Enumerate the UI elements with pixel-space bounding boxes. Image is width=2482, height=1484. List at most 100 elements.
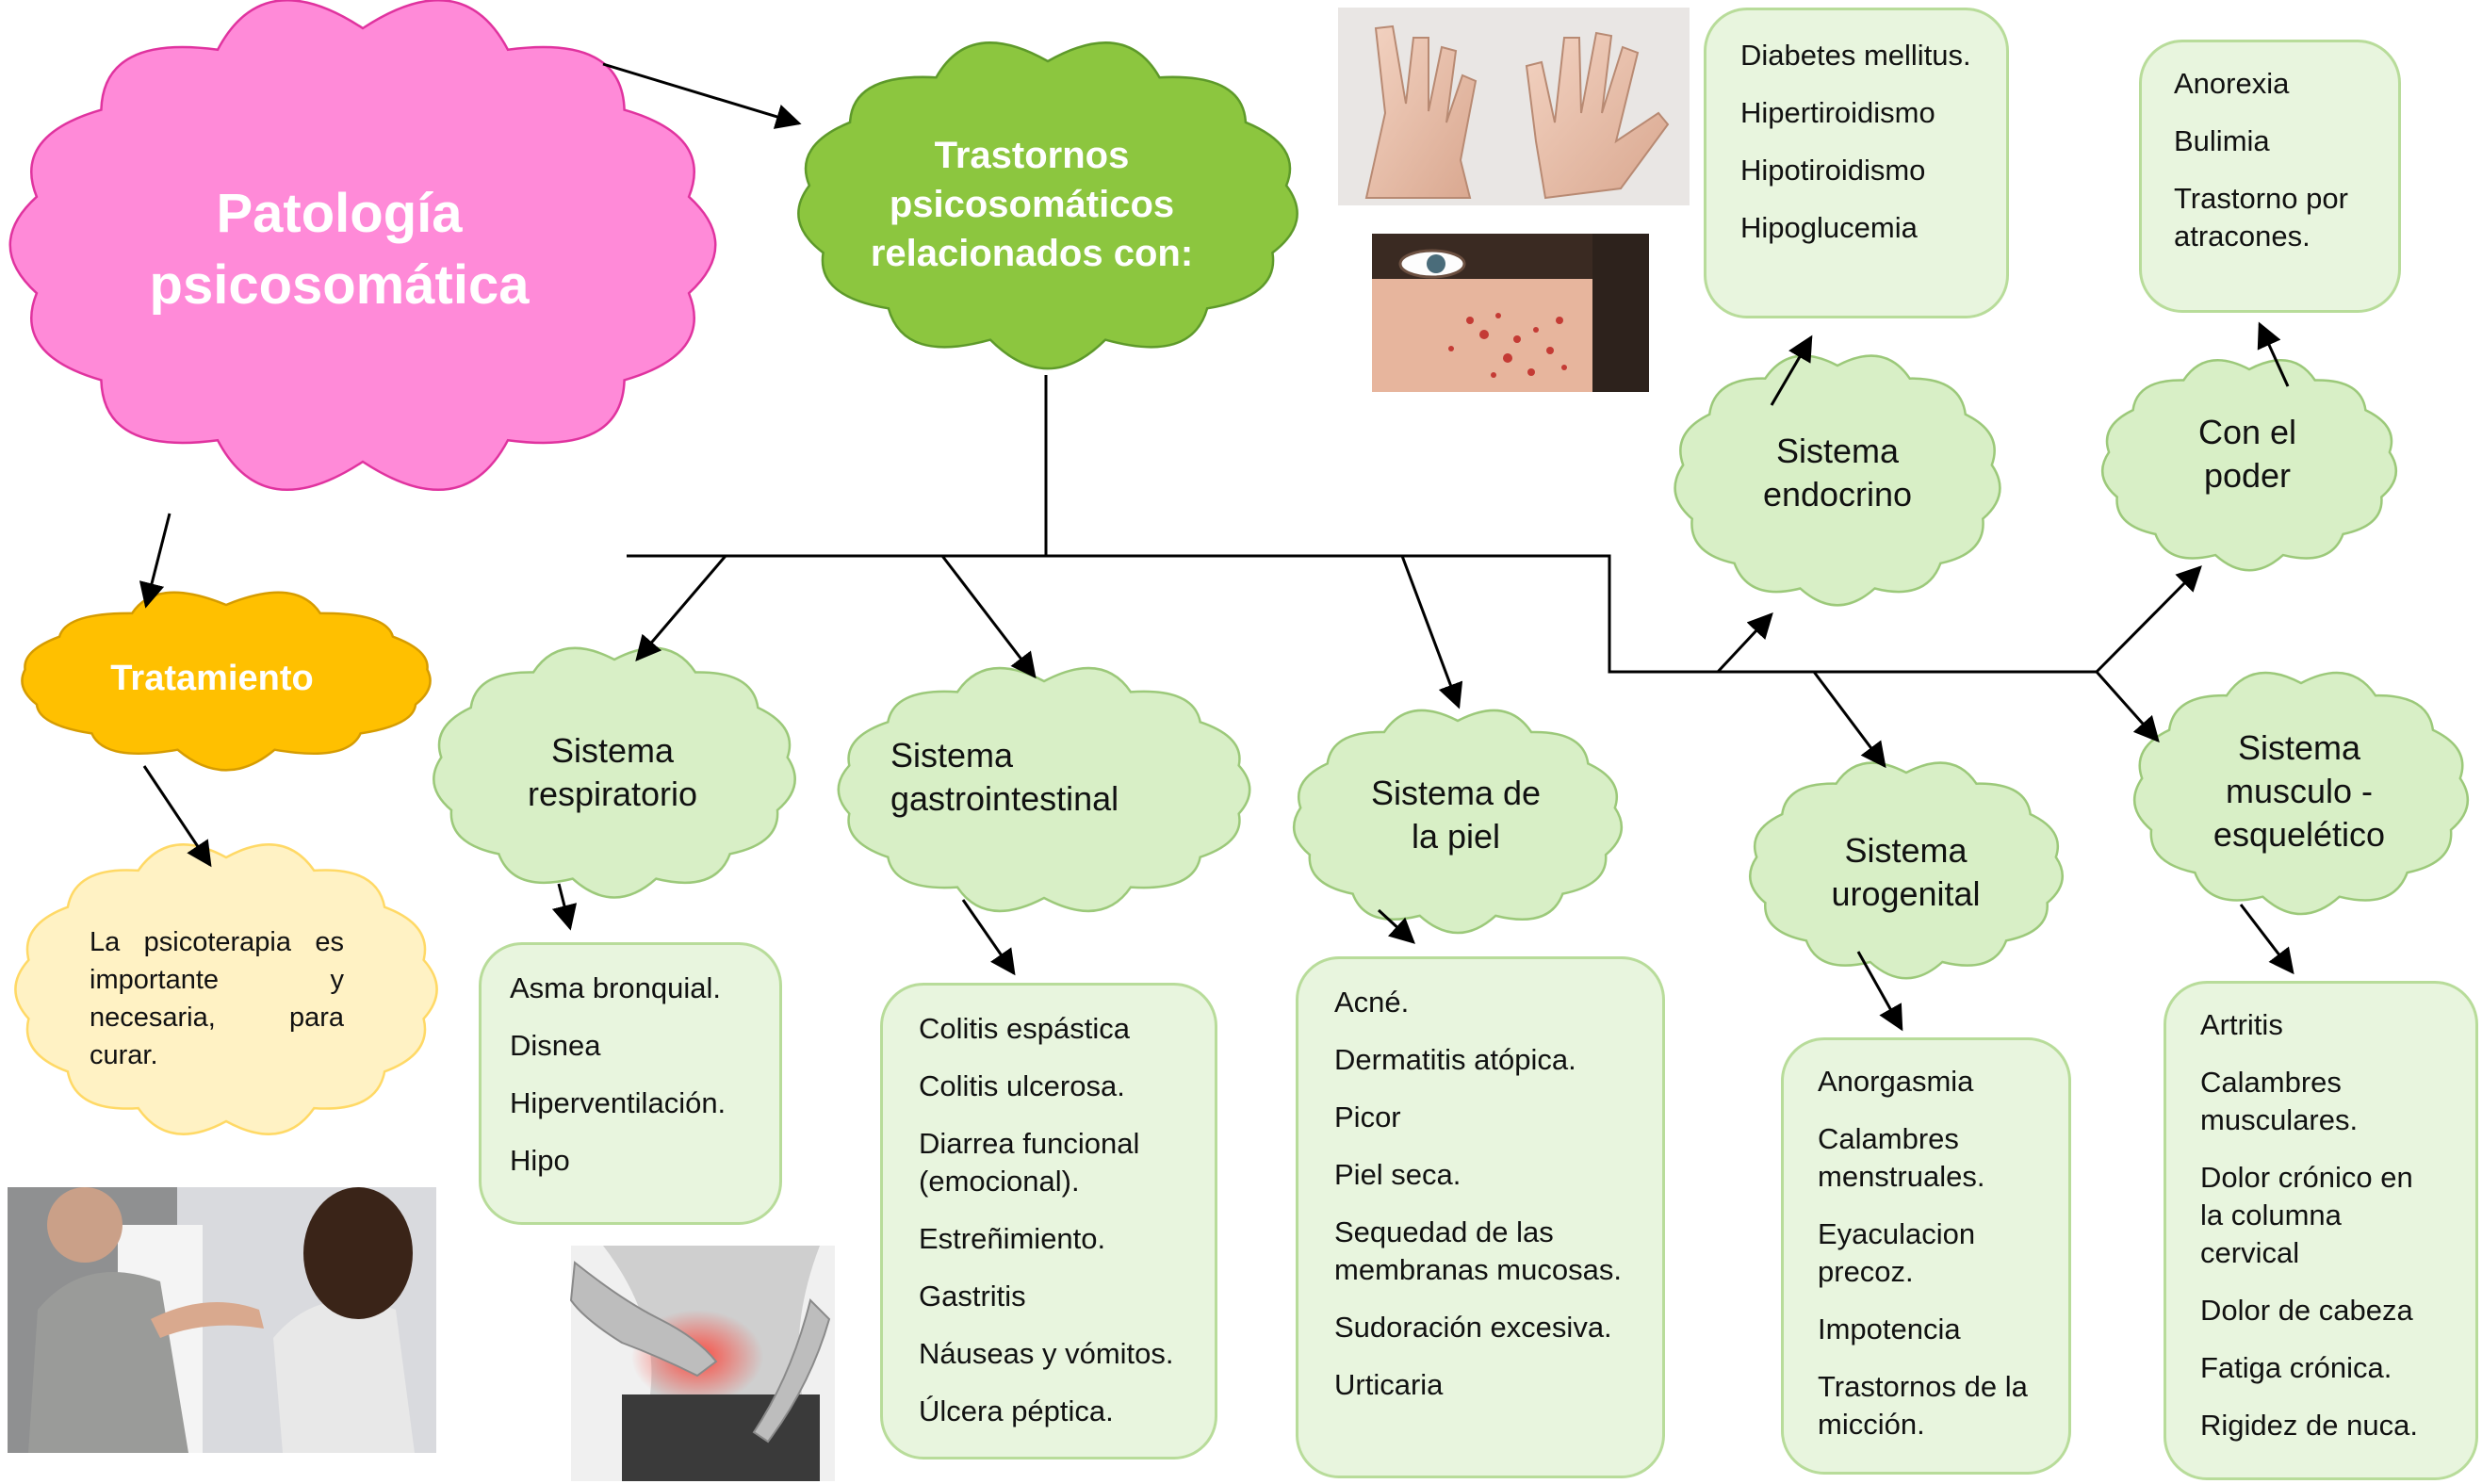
connector-to-urogenital xyxy=(1812,671,1886,769)
list-item: Diabetes mellitus. xyxy=(1740,39,1971,72)
list-item: Eyaculacion precoz. xyxy=(1818,1217,1976,1288)
list-item: Asma bronquial. xyxy=(510,971,722,1004)
list-item: Náuseas y vómitos. xyxy=(919,1337,1174,1370)
list-item: Hipertiroidismo xyxy=(1740,96,1935,129)
label-gastrointestinal-text: Sistema gastrointestinal xyxy=(890,736,1119,818)
list-item: Sudoración excesiva. xyxy=(1334,1311,1612,1344)
list-item: Impotencia xyxy=(1818,1313,1961,1345)
label-urogenital-text: Sistema urogenital xyxy=(1831,831,1981,913)
label-musculo-text: Sistema musculo - esquelético xyxy=(2213,728,2386,854)
list-item: Dolor de cabeza xyxy=(2200,1294,2413,1327)
list-item: Rigidez de nuca. xyxy=(2200,1409,2418,1442)
connector-poder-to-box xyxy=(2257,321,2290,387)
system-cloud-endocrino xyxy=(1674,354,2001,607)
connector-piel-to-box xyxy=(1377,908,1415,944)
list-item: Dolor crónico en la columna cervical xyxy=(2200,1161,2413,1269)
label-piel-text: Sistema de la piel xyxy=(1370,774,1542,856)
list-item: Anorgasmia xyxy=(1818,1065,1974,1098)
list-item: Bulimia xyxy=(2174,124,2270,157)
title-cloud xyxy=(8,0,717,491)
label-gastrointestinal: Sistema gastrointestinal xyxy=(890,730,1154,824)
system-cloud-urogenital xyxy=(1748,761,2065,980)
label-musculo: Sistema musculo - esquelético xyxy=(2186,726,2412,857)
system-cloud-poder xyxy=(2100,359,2398,572)
list-item: Fatiga crónica. xyxy=(2200,1351,2392,1384)
list-item: Sequedad de las membranas mucosas. xyxy=(1334,1215,1622,1286)
system-cloud-gastrointestinal xyxy=(837,666,1251,913)
connector-to-musculo xyxy=(2095,671,2160,743)
connector-uro-to-box xyxy=(1856,951,1903,1032)
central-text: Trastornos psicosomáticos relacionados c… xyxy=(870,135,1194,274)
list-item: Disnea xyxy=(510,1029,601,1062)
label-poder-text: Con el poder xyxy=(2197,413,2297,495)
list-item: Colitis ulcerosa. xyxy=(919,1069,1125,1102)
connector-to-piel xyxy=(1400,555,1463,709)
connector-endo-to-box xyxy=(1770,334,1813,406)
stomach-pain-photo xyxy=(569,1246,835,1481)
list-item: Piel seca. xyxy=(1334,1158,1461,1191)
list-item: Dermatitis atópica. xyxy=(1334,1043,1576,1076)
connector-title-to-treatment xyxy=(139,513,171,609)
connector-to-respiratorio xyxy=(635,555,727,662)
list-item: Acné. xyxy=(1334,986,1410,1019)
list-item: Calambres menstruales. xyxy=(1818,1122,1985,1193)
connector-branch-line xyxy=(627,554,2097,674)
treatment-cloud xyxy=(21,591,432,772)
connector-treatment-to-note xyxy=(142,765,212,868)
list-item: Urticaria xyxy=(1334,1368,1444,1401)
label-respiratorio-text: Sistema respiratorio xyxy=(527,731,698,813)
label-piel: Sistema de la piel xyxy=(1333,768,1578,862)
list-item: Hipotiroidismo xyxy=(1740,154,1926,187)
system-cloud-piel xyxy=(1292,709,1624,935)
list-item: Colitis espástica xyxy=(919,1012,1130,1045)
system-cloud-musculo xyxy=(2133,671,2469,916)
system-cloud-respiratorio xyxy=(433,646,796,899)
label-endocrino: Sistema endocrino xyxy=(1724,426,1951,520)
label-urogenital: Sistema urogenital xyxy=(1790,825,2021,920)
connector-to-poder xyxy=(2095,565,2202,674)
connector-to-gastrointestinal xyxy=(940,555,1037,679)
label-endocrino-text: Sistema endocrino xyxy=(1762,432,1913,514)
central-label: Trastornos psicosomáticos relacionados c… xyxy=(843,106,1220,303)
connectors xyxy=(139,62,2294,1032)
treatment-note-text: La psicoterapia es importante y necesari… xyxy=(90,927,344,1070)
label-poder: Con el poder xyxy=(2158,407,2337,501)
treatment-note: La psicoterapia es importante y necesari… xyxy=(90,923,344,1074)
list-item: Picor xyxy=(1334,1101,1401,1133)
list-item: Calambres musculares. xyxy=(2200,1066,2359,1136)
list-item: Úlcera péptica. xyxy=(919,1394,1114,1427)
list-item: Hipoglucemia xyxy=(1740,211,1918,244)
note-cloud xyxy=(14,843,438,1135)
connector-to-endocrino xyxy=(1716,612,1773,674)
central-cloud xyxy=(797,41,1298,370)
treatment-label: Tratamiento xyxy=(57,650,367,707)
treatment-text: Tratamiento xyxy=(110,658,314,698)
connector-musculo-to-box xyxy=(2239,904,2294,975)
list-item: Diarrea funcional (emocional). xyxy=(919,1127,1140,1198)
list-item: Anorexia xyxy=(2174,67,2290,100)
connector-resp-to-box xyxy=(551,883,578,931)
connector-gastro-to-box xyxy=(961,899,1016,976)
arthritic-hands-photo xyxy=(1338,8,1690,205)
list-item: Hiperventilación. xyxy=(510,1086,727,1119)
list-item: Estreñimiento. xyxy=(919,1222,1106,1255)
list-item: Gastritis xyxy=(919,1280,1026,1313)
connector-title-to-central xyxy=(602,62,802,129)
title-text: Patología psicosomática xyxy=(149,183,530,316)
list-item: Trastornos de la micción. xyxy=(1818,1370,2028,1441)
